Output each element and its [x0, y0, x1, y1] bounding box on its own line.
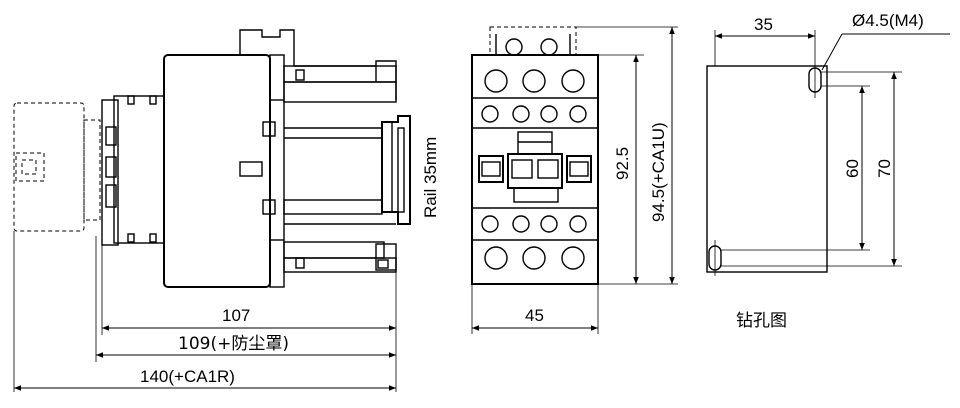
- upper-terminal-frame: [239, 29, 397, 225]
- upper-main-terminals: [484, 69, 585, 93]
- contactor-body: [163, 54, 285, 288]
- rail-label: Rail 35mm: [421, 137, 440, 218]
- dim-107-label: 107: [222, 306, 250, 325]
- coil-terminals: [101, 95, 165, 246]
- drill-plate: [706, 65, 828, 273]
- dim-94-5-label: 94.5(+CA1U): [649, 122, 668, 222]
- dim-140-label: 140(+CA1R): [140, 367, 235, 386]
- lower-aux-terminals: [481, 215, 587, 233]
- din-rail: Rail 35mm: [381, 115, 440, 225]
- front-view: 45 92.5 94.5(+CA1U): [471, 26, 678, 334]
- lower-terminal-frame: [283, 241, 397, 273]
- auxiliary-block-dashed: [13, 102, 101, 232]
- dim-92-5-label: 92.5: [613, 147, 632, 180]
- side-view: Rail 35mm 107 109(+防尘罩) 140(+CA1R): [13, 29, 440, 392]
- front-housing: [471, 54, 599, 285]
- drill-caption: 钻孔图: [736, 311, 787, 331]
- upper-aux-terminals: [481, 105, 587, 123]
- dim-60-label: 60: [843, 159, 862, 178]
- mounting-holes: [708, 62, 822, 276]
- hole-label: Ø4.5(M4): [852, 11, 924, 30]
- center-mechanism: [478, 131, 592, 203]
- dim-109-label: 109(+防尘罩): [178, 334, 289, 354]
- lower-main-terminals: [484, 246, 585, 270]
- drill-dimensions: 35 Ø4.5(M4) 60 70: [714, 11, 950, 267]
- dim-45-label: 45: [525, 306, 544, 325]
- front-dimensions: 45 92.5 94.5(+CA1U): [471, 26, 678, 334]
- drill-view: 35 Ø4.5(M4) 60 70 钻孔图: [706, 11, 950, 331]
- top-cover-dashed: [489, 26, 577, 56]
- dim-35-label: 35: [754, 15, 773, 34]
- dim-70-label: 70: [875, 159, 894, 178]
- side-dimensions: 107 109(+防尘罩) 140(+CA1R): [13, 231, 397, 392]
